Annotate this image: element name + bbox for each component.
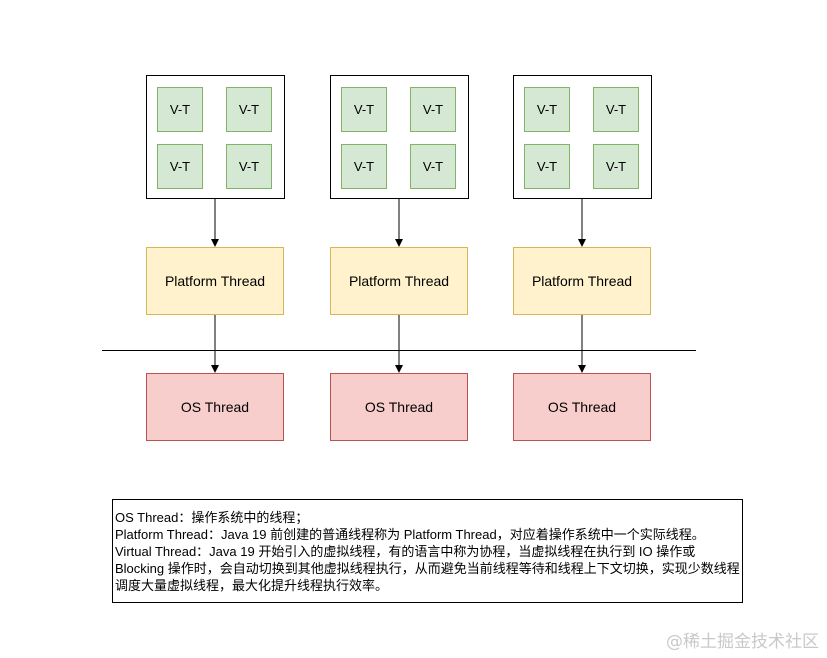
platform-thread-box-1: Platform Thread bbox=[146, 247, 284, 315]
notes-box: OS Thread：操作系统中的线程； Platform Thread：Java… bbox=[112, 499, 743, 603]
virtual-thread-box: V-T bbox=[157, 144, 203, 189]
virtual-thread-box: V-T bbox=[341, 87, 387, 132]
os-thread-box-1: OS Thread bbox=[146, 373, 284, 441]
virtual-thread-box: V-T bbox=[593, 144, 639, 189]
watermark: @稀土掘金技术社区 bbox=[666, 632, 819, 652]
note-platform-thread: Platform Thread：Java 19 前创建的普通线程称为 Platf… bbox=[115, 527, 705, 542]
note-virtual-thread: Virtual Thread：Java 19 开始引入的虚拟线程，有的语言中称为… bbox=[115, 544, 740, 593]
platform-thread-box-2: Platform Thread bbox=[330, 247, 468, 315]
virtual-thread-box: V-T bbox=[410, 144, 456, 189]
virtual-thread-group-3: V-T V-T V-T V-T bbox=[513, 75, 652, 199]
virtual-thread-box: V-T bbox=[410, 87, 456, 132]
virtual-thread-box: V-T bbox=[593, 87, 639, 132]
platform-thread-box-3: Platform Thread bbox=[513, 247, 651, 315]
virtual-thread-group-1: V-T V-T V-T V-T bbox=[146, 75, 285, 199]
virtual-thread-box: V-T bbox=[226, 87, 272, 132]
virtual-thread-box: V-T bbox=[524, 144, 570, 189]
virtual-thread-box: V-T bbox=[524, 87, 570, 132]
virtual-thread-group-2: V-T V-T V-T V-T bbox=[330, 75, 469, 199]
os-thread-box-2: OS Thread bbox=[330, 373, 468, 441]
virtual-thread-box: V-T bbox=[157, 87, 203, 132]
kernel-boundary-line bbox=[102, 350, 696, 351]
note-os-thread: OS Thread：操作系统中的线程； bbox=[115, 510, 309, 525]
virtual-thread-box: V-T bbox=[341, 144, 387, 189]
virtual-thread-box: V-T bbox=[226, 144, 272, 189]
os-thread-box-3: OS Thread bbox=[513, 373, 651, 441]
